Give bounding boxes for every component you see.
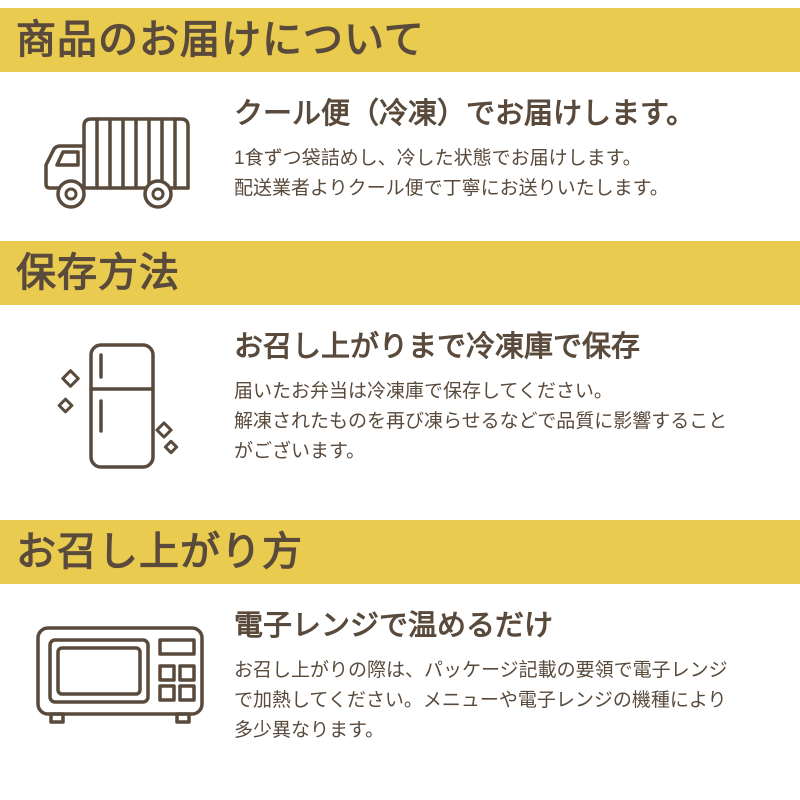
- storage-banner-title: 保存方法: [16, 251, 180, 295]
- section-delivery: 商品のお届けについて: [0, 8, 800, 221]
- storage-content: お召し上がりまで冷凍庫で保存 届いたお弁当は冷凍庫で保存してください。 解凍され…: [0, 329, 800, 474]
- microwave-icon: [20, 608, 220, 730]
- truck-icon: [20, 96, 220, 221]
- how-to-eat-banner-title: お召し上がり方: [16, 530, 303, 574]
- storage-text: お召し上がりまで冷凍庫で保存 届いたお弁当は冷凍庫で保存してください。 解凍され…: [220, 329, 734, 468]
- how-to-eat-body: お召し上がりの際は、パッケージ記載の要領で電子レンジで加熱してください。メニュー…: [234, 659, 728, 742]
- how-to-eat-content: 電子レンジで温めるだけ お召し上がりの際は、パッケージ記載の要領で電子レンジで加…: [0, 608, 800, 747]
- fridge-icon: [20, 329, 220, 474]
- delivery-heading: クール便（冷凍）でお届けします。: [234, 98, 696, 130]
- storage-heading: お召し上がりまで冷凍庫で保存: [234, 331, 641, 363]
- how-to-eat-banner: お召し上がり方: [0, 520, 800, 584]
- delivery-banner: 商品のお届けについて: [0, 8, 800, 72]
- storage-body: 届いたお弁当は冷凍庫で保存してください。 解凍されたものを再び凍らせるなどで品質…: [234, 380, 728, 463]
- delivery-content: クール便（冷凍）でお届けします。 1食ずつ袋詰めし、冷した状態でお届けします。 …: [0, 96, 800, 221]
- delivery-body: 1食ずつ袋詰めし、冷した状態でお届けします。 配送業者よりクール便で丁寧にお送り…: [234, 147, 669, 200]
- delivery-text: クール便（冷凍）でお届けします。 1食ずつ袋詰めし、冷した状態でお届けします。 …: [220, 96, 734, 204]
- storage-banner: 保存方法: [0, 241, 800, 305]
- section-storage: 保存方法: [0, 241, 800, 474]
- section-how-to-eat: お召し上がり方: [0, 520, 800, 747]
- how-to-eat-text: 電子レンジで温めるだけ お召し上がりの際は、パッケージ記載の要領で電子レンジで加…: [220, 608, 734, 747]
- how-to-eat-heading: 電子レンジで温めるだけ: [234, 610, 554, 642]
- delivery-banner-title: 商品のお届けについて: [16, 18, 425, 62]
